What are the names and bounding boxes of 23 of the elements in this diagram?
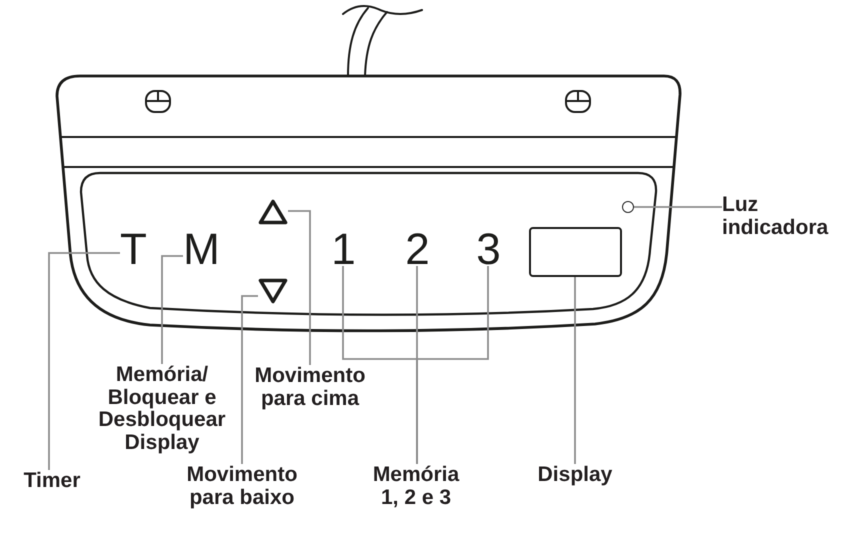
up-triangle-icon	[258, 199, 288, 225]
key-label: 2	[405, 233, 430, 266]
callout-label: Memória/ Bloquear e Desbloquear Display	[97, 364, 227, 454]
ring-icon	[622, 201, 634, 213]
display-screen	[529, 227, 622, 277]
callout-label: Display	[536, 464, 614, 486]
callout-label: Movimento para baixo	[186, 464, 298, 509]
leader-line	[634, 206, 722, 208]
callout-label: Luz indicadora	[722, 194, 831, 239]
callout-label: Movimento para cima	[254, 365, 366, 410]
leader-line	[241, 295, 258, 464]
callout-label: Memória 1, 2 e 3	[372, 464, 460, 509]
leader-line	[416, 266, 489, 464]
callout-label: Timer	[22, 470, 82, 492]
leader-line	[574, 277, 576, 464]
key-label: 3	[476, 233, 501, 266]
key-label: T	[120, 233, 147, 266]
key-label: 1	[331, 233, 356, 266]
down-triangle-icon	[258, 278, 288, 304]
leader-line	[161, 255, 183, 364]
leader-line	[48, 252, 120, 470]
key-label: M	[183, 233, 220, 266]
leader-line	[288, 210, 311, 365]
